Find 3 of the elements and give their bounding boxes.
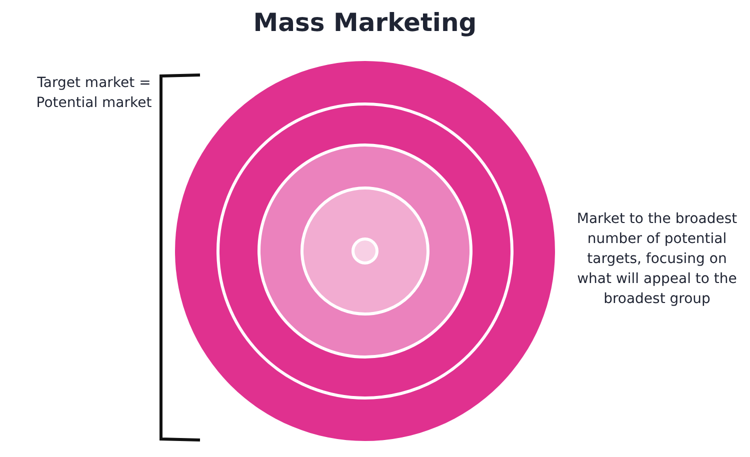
- bracket-label: Target market = Potential market: [35, 74, 153, 113]
- description-text: Market to the broadest number of potential targets, focusing on what will appeal to the broadest group: [576, 210, 738, 309]
- title: Mass Marketing: [252, 8, 478, 37]
